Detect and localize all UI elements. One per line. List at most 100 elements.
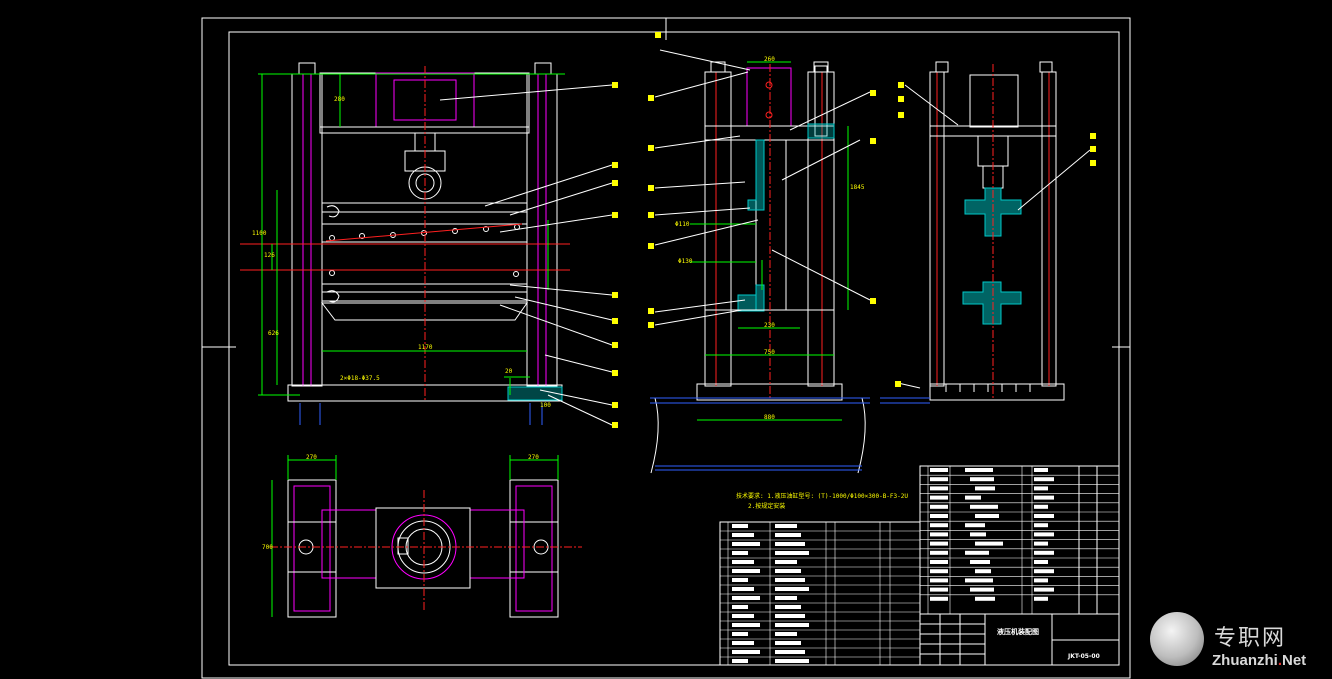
bom-cell-mark (1034, 560, 1048, 564)
watermark-logo (1150, 612, 1204, 666)
bom-cell-mark (1034, 504, 1048, 509)
bom-cell-mark (775, 587, 809, 591)
bom-cell-mark (965, 550, 989, 555)
bom-cell-mark (732, 641, 754, 645)
plan-center-block (375, 507, 471, 589)
bom-cell-mark (732, 605, 748, 609)
bom-cell-mark (1034, 468, 1048, 472)
bom-cell-mark (1034, 596, 1048, 601)
dim-front-height: 1100 (252, 230, 267, 237)
callout-box (655, 32, 661, 38)
bom-cell-mark (775, 623, 809, 627)
callout-box (870, 138, 876, 144)
dim-front-lower: 626 (268, 330, 279, 337)
bom-cell-mark (775, 650, 805, 654)
callout-box (870, 298, 876, 304)
bom-cell-mark (930, 541, 948, 546)
callout-box (1090, 160, 1096, 166)
callout-box (1090, 146, 1096, 152)
callout-box (612, 370, 618, 376)
side-column (704, 71, 732, 387)
callout-box (612, 342, 618, 348)
callout-box (612, 292, 618, 298)
side-section-lower (737, 284, 765, 312)
bom-cell-mark (1034, 532, 1054, 537)
front-base-section (507, 386, 563, 401)
callout-box (612, 422, 618, 428)
bom-cell-mark (930, 560, 948, 564)
bom-cell-mark (970, 477, 994, 482)
dim-plan-left: 270 (306, 454, 317, 461)
inner-frame (228, 31, 1120, 666)
watermark-en-main: Zhuanzhi (1212, 652, 1278, 669)
front-dimensions (258, 73, 565, 396)
hook (326, 290, 340, 303)
bom-cell-mark (930, 486, 948, 491)
side-top-block (746, 67, 792, 127)
bom-cell-mark (975, 514, 999, 518)
bom-cell-mark (930, 532, 948, 537)
technical-note-2: 2.按规定安装 (748, 503, 786, 510)
bom-cell-mark (930, 550, 948, 555)
bom-cell-mark (732, 542, 760, 546)
bom-cell-mark (775, 596, 797, 600)
bom-cell-mark (970, 504, 998, 509)
side-top-nut (710, 61, 726, 73)
technical-note-1: 技术要求: 1.液压油缸型号: (T)-1000/Φ100×300-B-F3-2… (736, 493, 908, 500)
watermark-en-tld: Net (1282, 652, 1307, 669)
bom-cell-mark (1034, 495, 1054, 500)
side-leaders (654, 49, 871, 326)
callout-box (648, 95, 654, 101)
callout-box (648, 185, 654, 191)
dim-plan-height: 700 (262, 544, 273, 551)
drawing-number: JKT-05-00 (1068, 653, 1100, 660)
callout-box (612, 402, 618, 408)
bom-cell-mark (970, 587, 994, 592)
dim-side-d1: Φ130 (678, 258, 693, 265)
bom-cell-mark (732, 578, 748, 582)
bom-cell-mark (732, 596, 760, 600)
bom-cell-mark (775, 605, 801, 609)
bom-cell-mark (930, 569, 948, 574)
callout-box (612, 82, 618, 88)
bom-cell-mark (1034, 550, 1054, 555)
dim-side-height: 1845 (850, 184, 865, 191)
bom-cell-mark (965, 495, 981, 500)
bom-cell-mark (965, 523, 985, 528)
dim-front-top: 280 (334, 96, 345, 103)
bom-cell-mark (732, 569, 760, 573)
right-column (526, 73, 558, 387)
callout-box (648, 145, 654, 151)
watermark-en-dot: . (1277, 652, 1282, 669)
front-leaders (439, 84, 613, 426)
bom-cell-mark (1034, 587, 1054, 592)
bom-cell-mark (732, 560, 754, 564)
callout-box (648, 322, 654, 328)
ground-break (857, 397, 866, 474)
bom-cell-mark (1034, 569, 1054, 574)
callout-box (895, 381, 901, 387)
bom-cell-mark (732, 533, 754, 537)
end-view (880, 61, 1091, 404)
bom-cell-mark (930, 587, 948, 592)
drawing-title: 液压机装配图 (997, 628, 1039, 636)
bom-cell-mark (930, 495, 948, 500)
callout-box (898, 112, 904, 118)
bom-cell-mark (1034, 578, 1048, 583)
dim-front-right-b: 100 (540, 402, 551, 409)
bom-cell-mark (775, 533, 801, 537)
end-section-lower (962, 281, 1022, 325)
bom-cell-mark (775, 659, 809, 663)
bom-cell-mark (1034, 541, 1048, 546)
end-cylinder (969, 74, 1019, 128)
top-nut (298, 62, 316, 75)
bom-cell-mark (1034, 523, 1048, 528)
top-nut (534, 62, 552, 75)
bom-cell-mark (732, 524, 748, 528)
ground-break (650, 397, 659, 474)
bom-cell-mark (775, 542, 805, 546)
bom-cell-mark (965, 578, 993, 583)
dim-side-width: 750 (764, 349, 775, 356)
callout-box (898, 82, 904, 88)
